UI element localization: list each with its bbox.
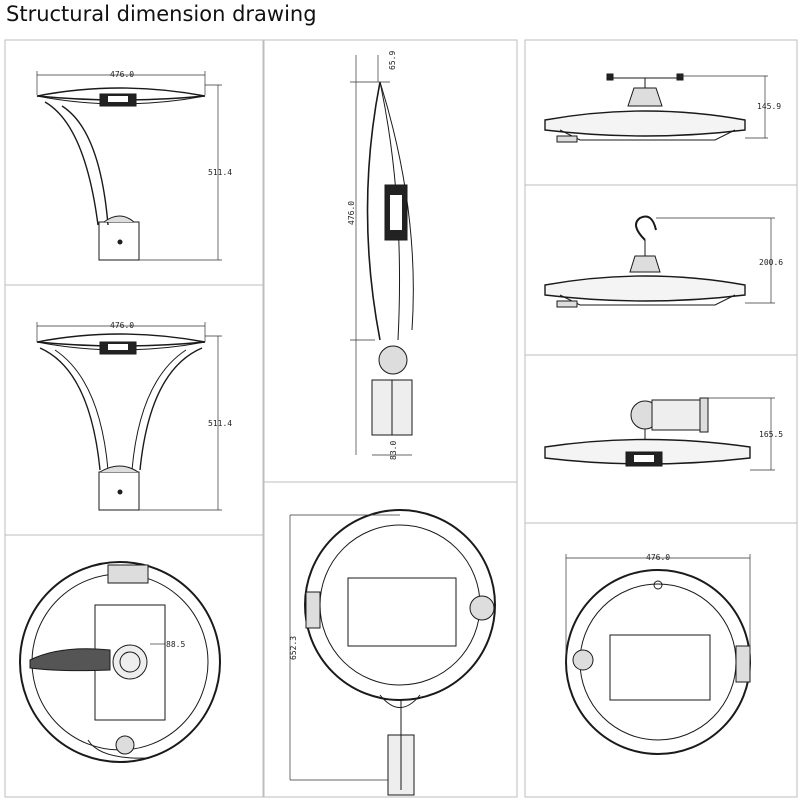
dim-profile-top: 65.9 (388, 51, 397, 70)
view-side-curved (36, 71, 222, 261)
view-bottom-arm (289, 509, 496, 796)
dim-wall-mount-height: 165.5 (759, 430, 783, 439)
dim-pendant-hook-height: 200.6 (759, 258, 783, 267)
dim-side-curved-width: 476.0 (110, 70, 134, 79)
dim-profile-base: 83.0 (389, 441, 398, 460)
panel-grid (4, 39, 798, 798)
dim-profile-length: 476.0 (347, 201, 356, 225)
dim-side-y-height: 511.4 (208, 419, 232, 428)
dim-pendant-cable-height: 145.9 (757, 102, 781, 111)
dim-side-curved-height: 511.4 (208, 168, 232, 177)
view-profile (350, 55, 414, 456)
view-pendant-hook (544, 215, 775, 308)
page-title: Structural dimension drawing (6, 2, 317, 26)
view-side-y-shape (36, 322, 222, 511)
view-wall-mount (544, 397, 775, 471)
view-bottom-top (565, 554, 751, 755)
dim-bottom-post-dia: 88.5 (166, 640, 185, 649)
dim-side-y-width: 476.0 (110, 321, 134, 330)
view-bottom-post (19, 561, 221, 763)
dim-bottom-arm-length: 652.3 (289, 636, 298, 660)
view-pendant-cable (544, 73, 768, 143)
dim-bottom-top-width: 476.0 (646, 553, 670, 562)
